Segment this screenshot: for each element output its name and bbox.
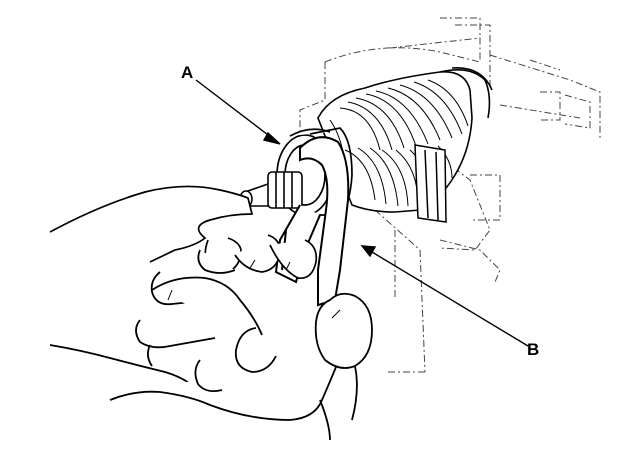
winding-hatching xyxy=(329,79,469,207)
callout-a-leader xyxy=(195,79,281,145)
front-hand xyxy=(49,249,373,441)
callout-b-label: B xyxy=(527,340,540,359)
mounting-bracket xyxy=(414,144,447,223)
rear-hand xyxy=(49,185,318,280)
callout-a-label: A xyxy=(181,63,194,82)
phantom-housing xyxy=(299,17,601,373)
callout-b-leader xyxy=(360,245,529,347)
finger-creases xyxy=(167,259,341,319)
